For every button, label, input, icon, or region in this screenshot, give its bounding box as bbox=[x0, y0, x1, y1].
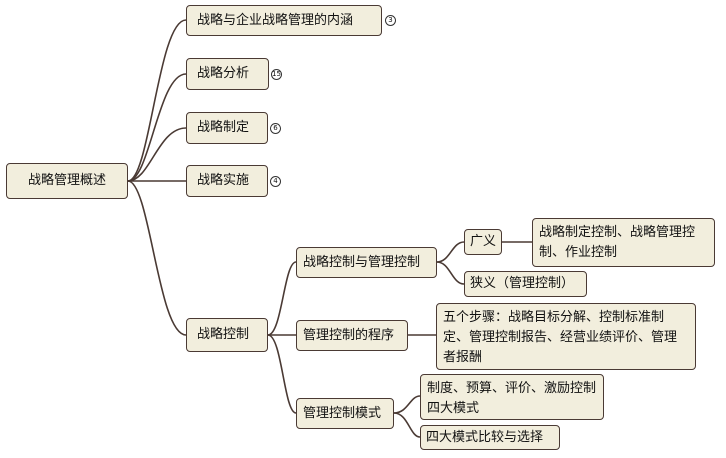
node-modes-comparison[interactable]: 四大模式比较与选择 bbox=[420, 425, 560, 450]
edge-root-b1 bbox=[127, 19, 187, 182]
branch-strategy-formulation[interactable]: 战略制定 bbox=[186, 112, 268, 144]
node-control-vs-management[interactable]: 战略控制与管理控制 bbox=[296, 247, 437, 278]
edge-c1-broad bbox=[436, 241, 465, 263]
count-badge-formulation[interactable]: 6 bbox=[270, 123, 281, 134]
branch-strategy-implementation[interactable]: 战略实施 bbox=[186, 165, 268, 197]
edge-root-b2 bbox=[127, 73, 187, 182]
count-badge-connotation[interactable]: 3 bbox=[385, 15, 396, 26]
node-broad-detail[interactable]: 战略制定控制、战略管理控制、作业控制 bbox=[532, 218, 715, 267]
node-control-procedure[interactable]: 管理控制的程序 bbox=[296, 320, 408, 351]
count-badge-implementation[interactable]: 4 bbox=[270, 176, 281, 187]
count-badge-analysis[interactable]: 15 bbox=[271, 69, 282, 80]
node-control-modes[interactable]: 管理控制模式 bbox=[296, 398, 394, 429]
branch-strategy-connotation[interactable]: 战略与企业战略管理的内涵 bbox=[186, 5, 382, 36]
edge-b5-c3 bbox=[267, 334, 297, 414]
node-four-modes[interactable]: 制度、预算、评价、激励控制四大模式 bbox=[420, 374, 604, 420]
branch-strategy-control[interactable]: 战略控制 bbox=[186, 318, 268, 352]
edge-b5-c1 bbox=[267, 261, 297, 336]
node-broad-sense[interactable]: 广义 bbox=[464, 229, 502, 255]
edge-c3-compare bbox=[393, 412, 421, 438]
node-five-steps[interactable]: 五个步骤：战略目标分解、控制标准制定、管理控制报告、经营业绩评价、管理者报酬 bbox=[436, 303, 696, 370]
node-narrow-sense[interactable]: 狭义（管理控制） bbox=[464, 271, 587, 297]
edge-root-b3 bbox=[127, 127, 187, 182]
edge-c3-modes bbox=[393, 395, 421, 414]
branch-strategy-analysis[interactable]: 战略分析 bbox=[186, 58, 269, 90]
edge-root-b5 bbox=[127, 180, 187, 336]
root-node[interactable]: 战略管理概述 bbox=[6, 163, 128, 199]
edge-c1-narrow bbox=[436, 261, 465, 285]
